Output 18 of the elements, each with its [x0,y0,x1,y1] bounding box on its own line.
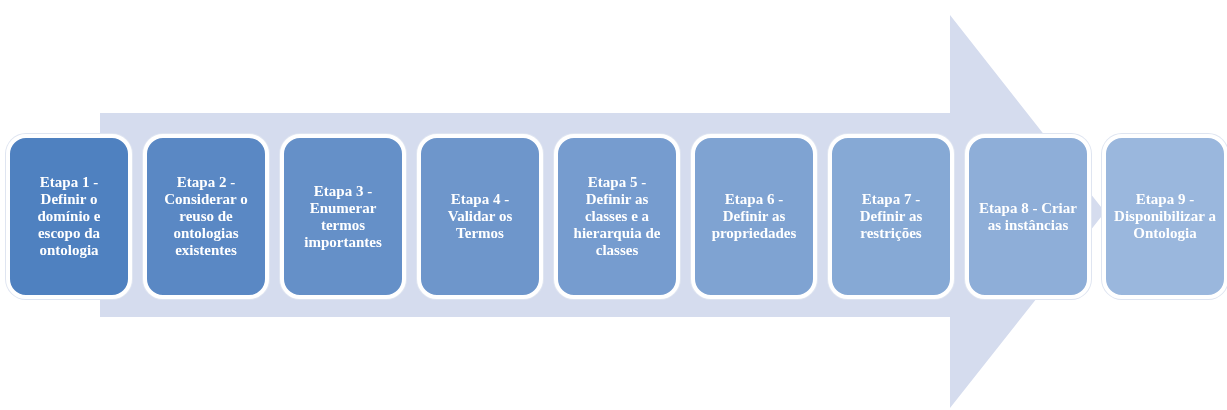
step-box [1102,134,1227,299]
step-box [554,134,680,299]
step-box [6,134,132,299]
step-label: Etapa 9 - Disponibilizar a Ontologia [1113,191,1217,242]
step-label: Etapa 5 - Definir as classes e a hierarquia de classes [572,174,662,259]
step-label: Etapa 6 - Definir as propriedades [710,191,798,242]
step-box [143,134,269,299]
step-box [965,134,1091,299]
step-box [280,134,406,299]
step-label: Etapa 2 - Considerar o reuso de ontologias existentes [163,174,249,259]
step-box [417,134,543,299]
step-label: Etapa 4 - Validar os Termos [446,191,514,242]
step-label: Etapa 1 - Definir o domínio e escopo da ontologia [36,174,102,259]
step-box [828,134,954,299]
step-label: Etapa 7 - Definir as restrições [858,191,924,242]
step-box [691,134,817,299]
step-label: Etapa 8 - Criar as instâncias [978,199,1078,234]
step-label: Etapa 3 - Enumerar termos importantes [303,182,383,251]
